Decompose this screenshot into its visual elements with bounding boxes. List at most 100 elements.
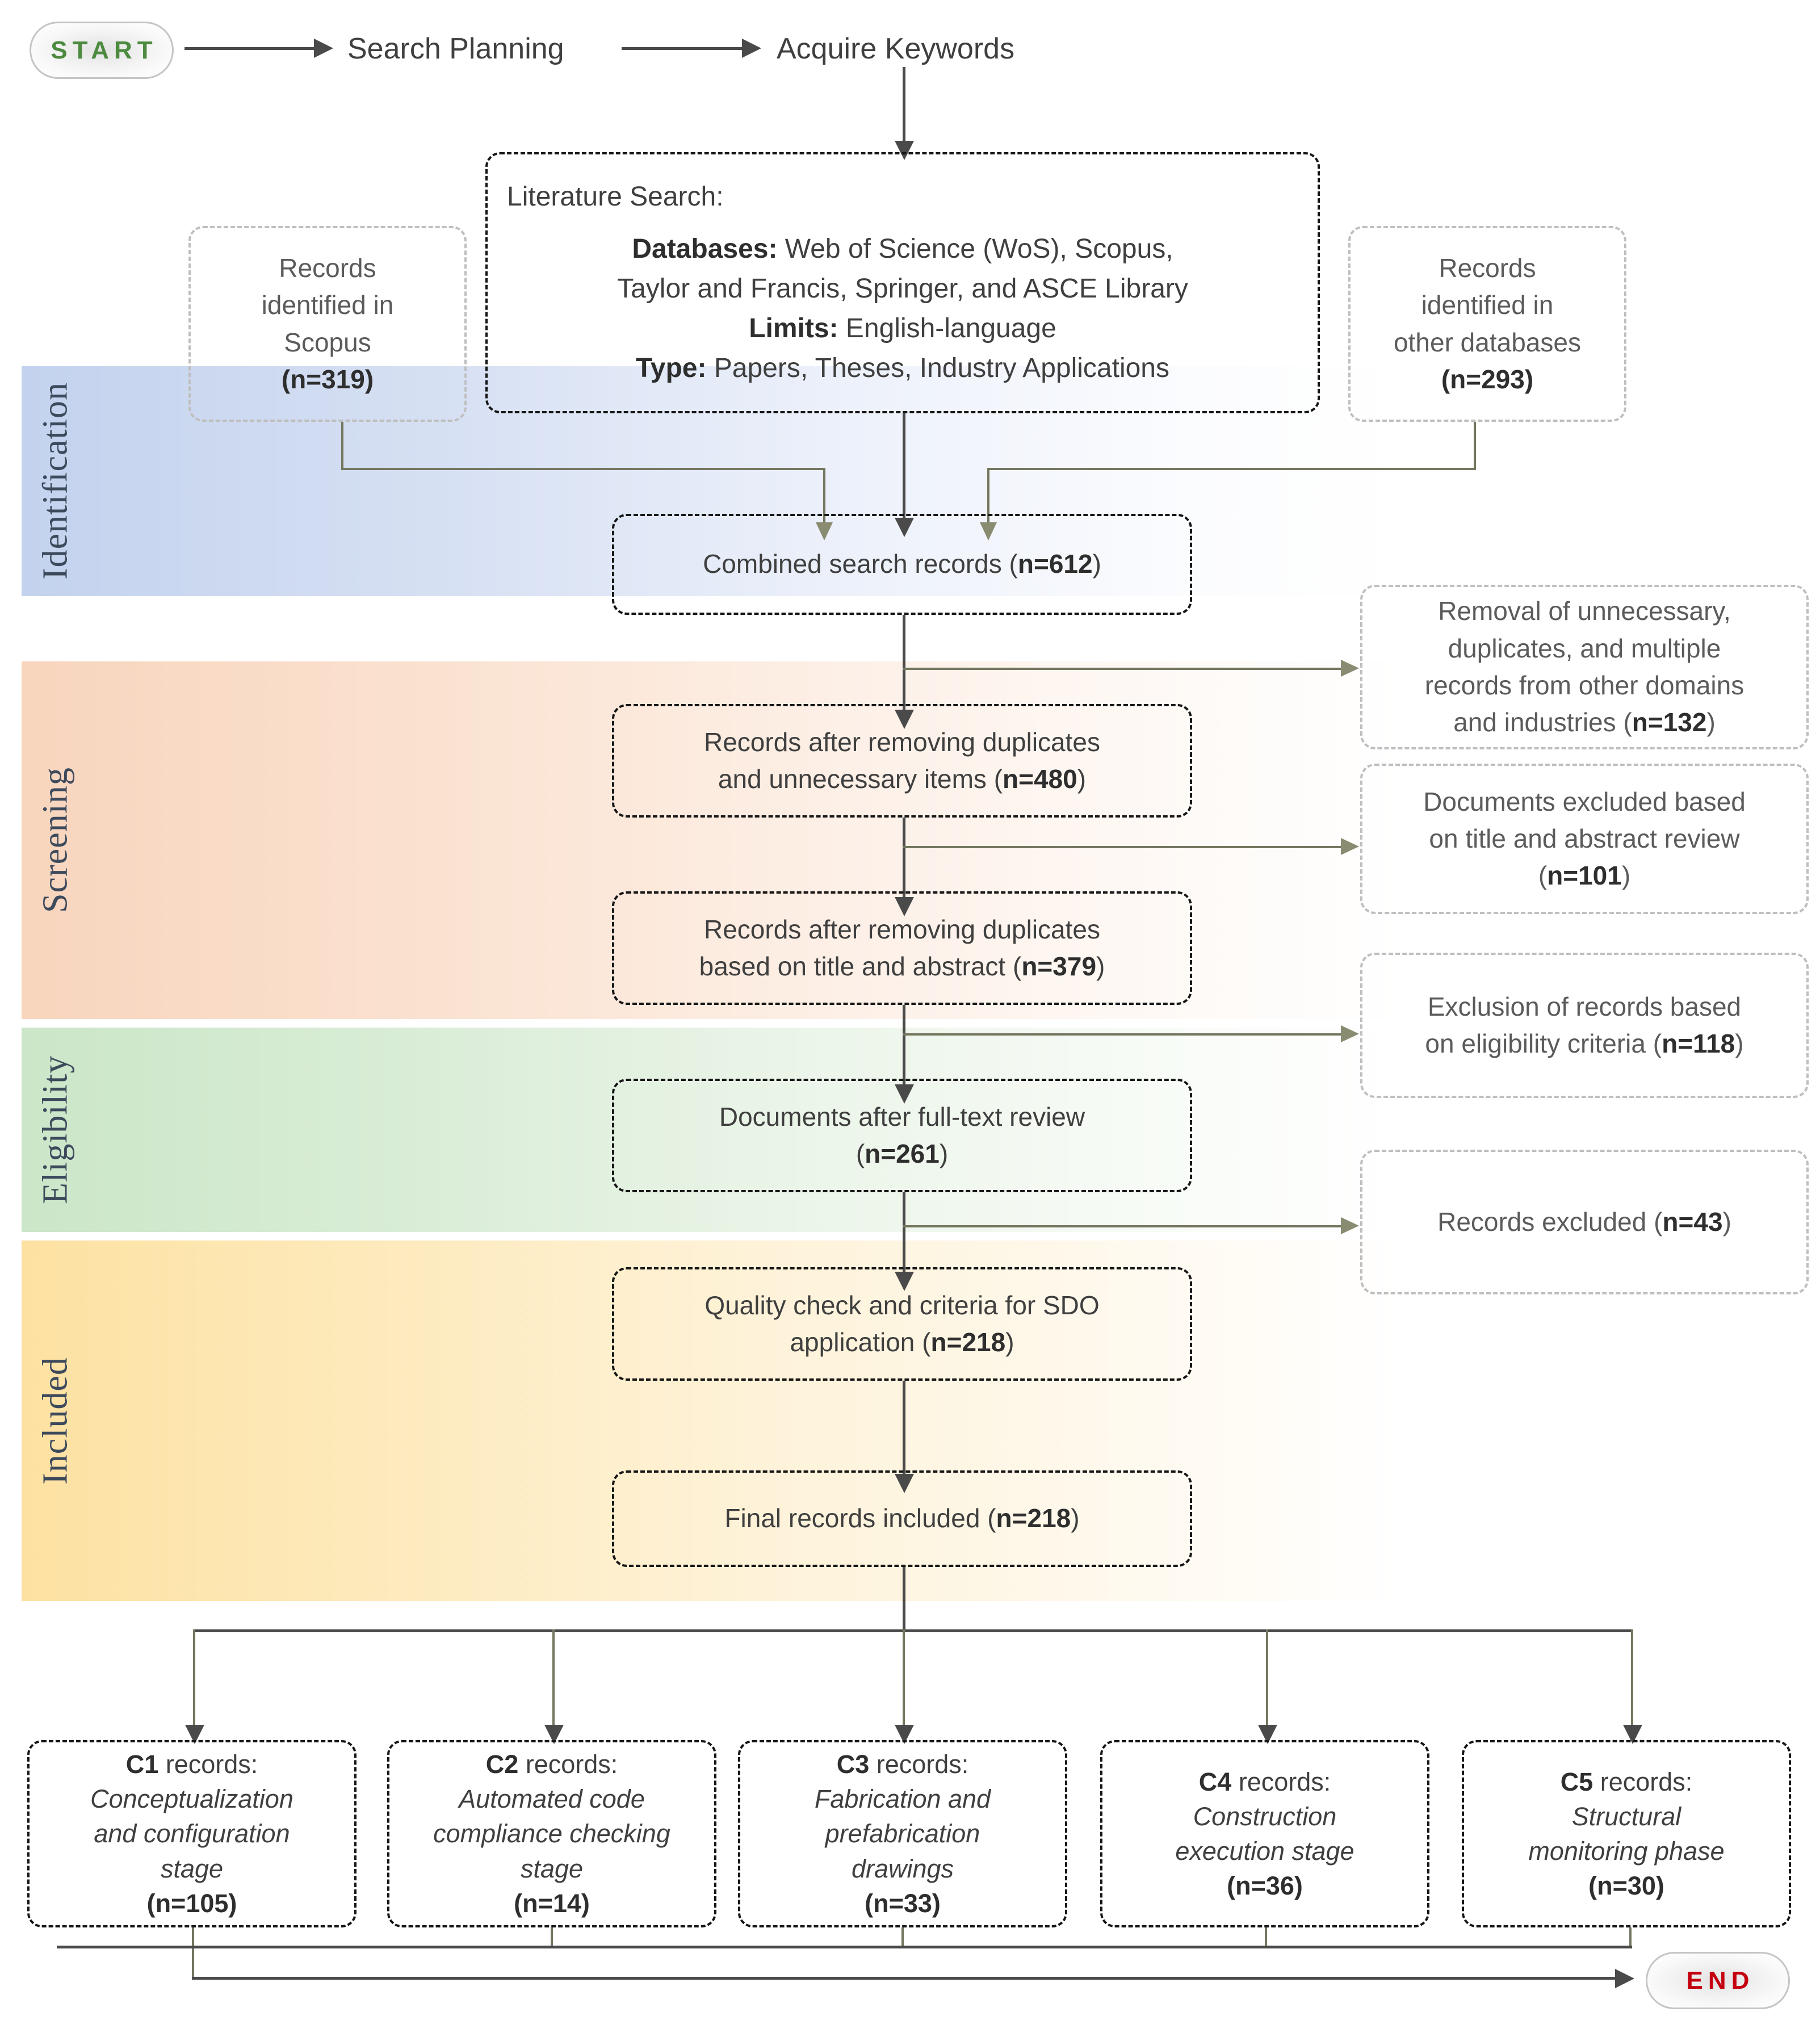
removal-line-1: Removal of unnecessary, bbox=[1438, 596, 1731, 626]
connector-otherdb-down bbox=[1474, 422, 1476, 470]
combined-text: Combined search records (n=612) bbox=[703, 549, 1101, 579]
quality-check-box: Quality check and criteria for SDO appli… bbox=[612, 1267, 1192, 1381]
connector-drop-c3 bbox=[903, 1629, 905, 1729]
c5-count: (n=30) bbox=[1588, 1871, 1664, 1901]
connector-drop-c4 bbox=[1266, 1629, 1268, 1729]
connector-keywords-to-litsearch bbox=[903, 67, 905, 146]
category-box-c3: C3 records: Fabrication and prefabricati… bbox=[738, 1740, 1067, 1927]
category-box-c5: C5 records: Structural monitoring phase … bbox=[1462, 1740, 1791, 1927]
c2-heading: C2 records: bbox=[485, 1750, 618, 1779]
c1-desc-3: stage bbox=[160, 1854, 224, 1883]
connector-c4-down bbox=[1265, 1927, 1267, 1947]
arrow-combined-to-dupes bbox=[895, 710, 914, 729]
scopus-line-2: identified in bbox=[261, 290, 394, 320]
removal-line-4: and industries (n=132) bbox=[1453, 707, 1716, 737]
arrow-quality-to-final bbox=[895, 1474, 914, 1493]
removal-line-3: records from other domains bbox=[1424, 670, 1744, 700]
connector-scopus-down bbox=[341, 422, 343, 470]
documents-excluded-title-abstract-box: Documents excluded based on title and ab… bbox=[1360, 764, 1809, 914]
literature-search-type: Type: Papers, Theses, Industry Applicati… bbox=[635, 353, 1169, 384]
quality-line-2: application (n=218) bbox=[790, 1327, 1014, 1357]
connector-c3-down bbox=[901, 1927, 904, 1947]
arrow-dupes-to-title bbox=[895, 897, 914, 916]
arrow-title-to-eligibility-excl bbox=[1341, 1025, 1359, 1042]
scopus-count: (n=319) bbox=[281, 364, 374, 394]
c1-count: (n=105) bbox=[146, 1888, 237, 1918]
c3-count: (n=33) bbox=[865, 1888, 941, 1918]
title-line-1: Records after removing duplicates bbox=[704, 914, 1100, 944]
title-line-2: based on title and abstract (n=379) bbox=[699, 952, 1105, 981]
connector-category-collector-bar bbox=[57, 1946, 1632, 1948]
arrow-title-to-fulltext bbox=[895, 1084, 914, 1104]
dupes-line-1: Records after removing duplicates bbox=[704, 727, 1100, 757]
connector-final-down bbox=[903, 1567, 905, 1632]
quality-line-1: Quality check and criteria for SDO bbox=[704, 1290, 1100, 1320]
node-acquire-keywords: Acquire Keywords bbox=[777, 32, 1015, 65]
c3-desc-1: Fabrication and bbox=[814, 1784, 991, 1814]
fulltext-line-2: (n=261) bbox=[856, 1139, 949, 1168]
arrow-litsearch-to-combined bbox=[895, 518, 914, 537]
fulltext-line-1: Documents after full-text review bbox=[719, 1101, 1085, 1131]
excl-elig-line-2: on eligibility criteria (n=118) bbox=[1425, 1029, 1744, 1058]
category-box-c1: C1 records: Conceptualization and config… bbox=[27, 1740, 357, 1927]
records-excluded-text: Records excluded (n=43) bbox=[1437, 1206, 1731, 1237]
arrow-combined-to-removal bbox=[1341, 660, 1359, 677]
start-node[interactable]: START bbox=[30, 22, 174, 79]
other-line-1: Records bbox=[1439, 253, 1536, 283]
arrow-to-end bbox=[1615, 1969, 1634, 1988]
c1-desc-2: and configuration bbox=[94, 1819, 290, 1849]
connector-c1-down bbox=[192, 1927, 194, 1980]
connector-c5-down bbox=[1629, 1927, 1632, 1947]
combined-search-records-box: Combined search records (n=612) bbox=[612, 514, 1192, 615]
literature-search-databases: Databases: Web of Science (WoS), Scopus, bbox=[632, 233, 1173, 264]
records-identified-scopus-box: Records identified in Scopus (n=319) bbox=[188, 226, 467, 422]
end-node[interactable]: END bbox=[1646, 1952, 1790, 2009]
other-line-2: identified in bbox=[1421, 290, 1554, 320]
documents-after-fulltext-box: Documents after full-text review (n=261) bbox=[612, 1079, 1192, 1192]
c4-desc-1: Construction bbox=[1193, 1801, 1337, 1831]
connector-c2-down bbox=[551, 1927, 553, 1947]
excl-title-line-2: on title and abstract review bbox=[1429, 823, 1740, 853]
connector-quality-to-final bbox=[903, 1381, 905, 1478]
connector-scopus-to-combined bbox=[823, 468, 825, 525]
c1-heading: C1 records: bbox=[125, 1750, 258, 1779]
stage-band-eligibility: Eligibility bbox=[22, 1028, 1401, 1232]
connector-dupes-to-excluded bbox=[903, 846, 1344, 848]
c4-desc-2: execution stage bbox=[1175, 1837, 1354, 1866]
stage-label-identification: Identification bbox=[36, 382, 75, 580]
other-count: (n=293) bbox=[1441, 364, 1534, 394]
c2-desc-2: compliance checking bbox=[433, 1819, 670, 1849]
category-box-c4: C4 records: Construction execution stage… bbox=[1100, 1740, 1429, 1927]
c2-count: (n=14) bbox=[514, 1888, 590, 1918]
category-box-c2: C2 records: Automated code compliance ch… bbox=[387, 1740, 716, 1927]
arrow-otherdb-to-combined bbox=[980, 522, 997, 540]
connector-to-end bbox=[192, 1977, 1617, 1980]
c3-heading: C3 records: bbox=[836, 1750, 969, 1779]
excl-elig-line-1: Exclusion of records based bbox=[1427, 991, 1742, 1021]
connector-category-distribution-bar bbox=[193, 1629, 1632, 1632]
dupes-line-2: and unnecessary items (n=480) bbox=[718, 764, 1087, 794]
c4-count: (n=36) bbox=[1227, 1871, 1303, 1901]
c3-desc-3: drawings bbox=[851, 1854, 954, 1883]
records-after-removing-duplicates-box: Records after removing duplicates and un… bbox=[612, 704, 1192, 818]
final-records-included-box: Final records included (n=218) bbox=[612, 1470, 1192, 1567]
removal-unnecessary-duplicates-box: Removal of unnecessary, duplicates, and … bbox=[1360, 585, 1809, 749]
removal-line-2: duplicates, and multiple bbox=[1448, 633, 1721, 663]
connector-combined-to-removal bbox=[903, 668, 1344, 670]
stage-band-included: Included bbox=[22, 1240, 1401, 1601]
connector-drop-c5 bbox=[1631, 1629, 1633, 1729]
final-text: Final records included (n=218) bbox=[724, 1503, 1080, 1533]
stage-band-identification: Identification bbox=[22, 366, 1401, 596]
stage-label-eligibility: Eligibility bbox=[36, 1055, 75, 1205]
connector-start-to-planning bbox=[184, 47, 315, 50]
literature-search-limits: Limits: English-language bbox=[749, 313, 1056, 344]
connector-title-to-fulltext bbox=[903, 1005, 905, 1089]
literature-search-title: Literature Search: bbox=[507, 181, 724, 212]
connector-drop-c1 bbox=[193, 1629, 195, 1729]
stage-band-screening: Screening bbox=[22, 661, 1401, 1019]
connector-title-to-eligibility-excl bbox=[903, 1033, 1344, 1036]
records-excluded-box: Records excluded (n=43) bbox=[1360, 1150, 1809, 1294]
stage-label-included: Included bbox=[36, 1357, 75, 1485]
connector-drop-c2 bbox=[552, 1629, 555, 1729]
other-line-3: other databases bbox=[1394, 327, 1581, 357]
